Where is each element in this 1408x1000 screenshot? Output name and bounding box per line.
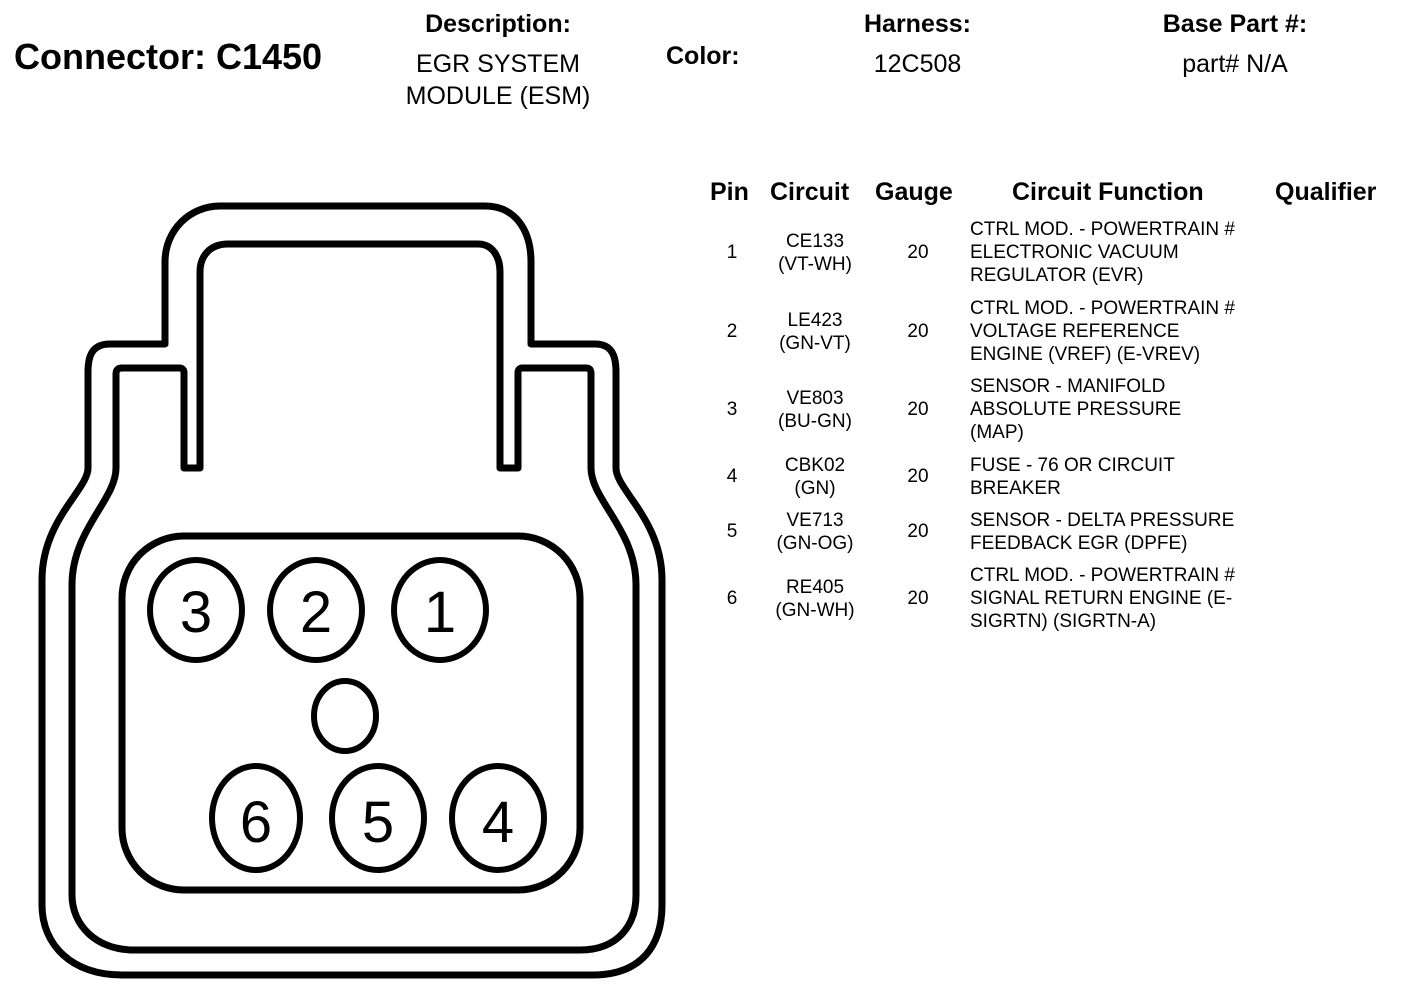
pin-cell: 4 <box>726 466 738 487</box>
table-row: 2 LE423 (GN-VT) 20 CTRL MOD. - POWERTRAI… <box>700 297 1400 369</box>
function-cell: CTRL MOD. - POWERTRAIN # SIGNAL RETURN E… <box>970 565 1235 632</box>
harness-label: Harness: <box>864 10 971 38</box>
circuit-id: RE405 <box>785 577 845 598</box>
table-row: 5 VE713 (GN-OG) 20 SENSOR - DELTA PRESSU… <box>700 509 1400 557</box>
pin-cell: 3 <box>726 399 738 420</box>
gauge-cell: 20 <box>907 242 929 263</box>
column-header-circuit-function: Circuit Function <box>1012 178 1204 206</box>
pin-cell: 1 <box>726 242 738 263</box>
pin-label: 3 <box>180 580 212 645</box>
circuit-id: CBK02 <box>784 455 846 476</box>
circuit-id: LE423 <box>787 310 843 331</box>
pin-3-circle <box>147 557 245 663</box>
description-line: MODULE (ESM) <box>405 82 591 110</box>
column-header-pin: Pin <box>710 178 749 206</box>
description-line: EGR SYSTEM <box>416 50 580 78</box>
pin-label: 6 <box>240 790 272 855</box>
gauge-cell: 20 <box>907 399 929 420</box>
pin-cavity-area <box>118 532 584 894</box>
circuit-id: VE803 <box>786 388 844 409</box>
circuit-id: VE713 <box>786 510 844 531</box>
pin-label: 5 <box>362 790 394 855</box>
pin-2-circle <box>267 557 365 663</box>
color-label: Color: <box>666 42 740 70</box>
table-row: 4 CBK02 (GN) 20 FUSE - 76 OR CIRCUIT BRE… <box>700 454 1400 502</box>
table-row: 6 RE405 (GN-WH) 20 CTRL MOD. - POWERTRAI… <box>700 564 1400 636</box>
description-value: EGR SYSTEM MODULE (ESM) <box>368 48 628 112</box>
function-cell: CTRL MOD. - POWERTRAIN # VOLTAGE REFEREN… <box>970 298 1235 365</box>
gauge-cell: 20 <box>907 321 929 342</box>
pin-label: 4 <box>482 790 514 855</box>
wire-color: (GN) <box>794 478 836 499</box>
pin-1-circle <box>391 557 489 663</box>
connector-housing-outer <box>38 202 666 979</box>
column-header-circuit: Circuit <box>770 178 850 206</box>
circuit-cell: LE423 (GN-VT) <box>764 309 866 355</box>
pin-5-circle <box>329 763 427 873</box>
wire-color: (GN-WH) <box>775 600 855 621</box>
table-row: 3 VE803 (BU-GN) 20 SENSOR - MANIFOLD ABS… <box>700 375 1400 447</box>
base-part-label: Base Part #: <box>1162 10 1308 38</box>
pin-4-circle <box>449 763 547 873</box>
circuit-cell: VE803 (BU-GN) <box>764 387 866 433</box>
column-header-gauge: Gauge <box>875 178 953 206</box>
function-cell: CTRL MOD. - POWERTRAIN # ELECTRONIC VACU… <box>970 219 1235 286</box>
table-row: 1 CE133 (VT-WH) 20 CTRL MOD. - POWERTRAI… <box>700 218 1400 290</box>
connector-face-diagram: 3 2 1 6 5 4 <box>38 202 666 979</box>
circuit-cell: VE713 (GN-OG) <box>764 509 866 555</box>
description-label: Description: <box>425 10 571 38</box>
circuit-cell: CBK02 (GN) <box>764 454 866 500</box>
pin-label: 2 <box>300 580 332 645</box>
function-cell: SENSOR - DELTA PRESSURE FEEDBACK EGR (DP… <box>970 510 1235 554</box>
gauge-cell: 20 <box>907 466 929 487</box>
circuit-cell: RE405 (GN-WH) <box>764 576 866 622</box>
column-header-qualifier: Qualifier <box>1275 178 1377 206</box>
gauge-cell: 20 <box>907 521 929 542</box>
pin-cell: 5 <box>726 521 738 542</box>
base-part-value: part# N/A <box>1182 50 1288 78</box>
wire-color: (BU-GN) <box>778 411 852 432</box>
pin-cell: 2 <box>726 321 738 342</box>
pin-6-circle <box>209 763 303 873</box>
gauge-cell: 20 <box>907 588 929 609</box>
connector-title: Connector: C1450 <box>14 36 323 77</box>
pin-label: 1 <box>424 580 456 645</box>
harness-value: 12C508 <box>873 50 962 78</box>
wire-color: (GN-OG) <box>776 533 854 554</box>
circuit-id: CE133 <box>785 231 845 252</box>
function-cell: FUSE - 76 OR CIRCUIT BREAKER <box>970 455 1175 499</box>
function-cell: SENSOR - MANIFOLD ABSOLUTE PRESSURE (MAP… <box>970 376 1182 443</box>
wire-color: (VT-WH) <box>778 254 852 275</box>
keying-hole <box>311 678 379 754</box>
wire-color: (GN-VT) <box>779 333 851 354</box>
pin-cell: 6 <box>726 588 738 609</box>
circuit-cell: CE133 (VT-WH) <box>764 230 866 276</box>
connector-housing-inner <box>68 240 640 954</box>
